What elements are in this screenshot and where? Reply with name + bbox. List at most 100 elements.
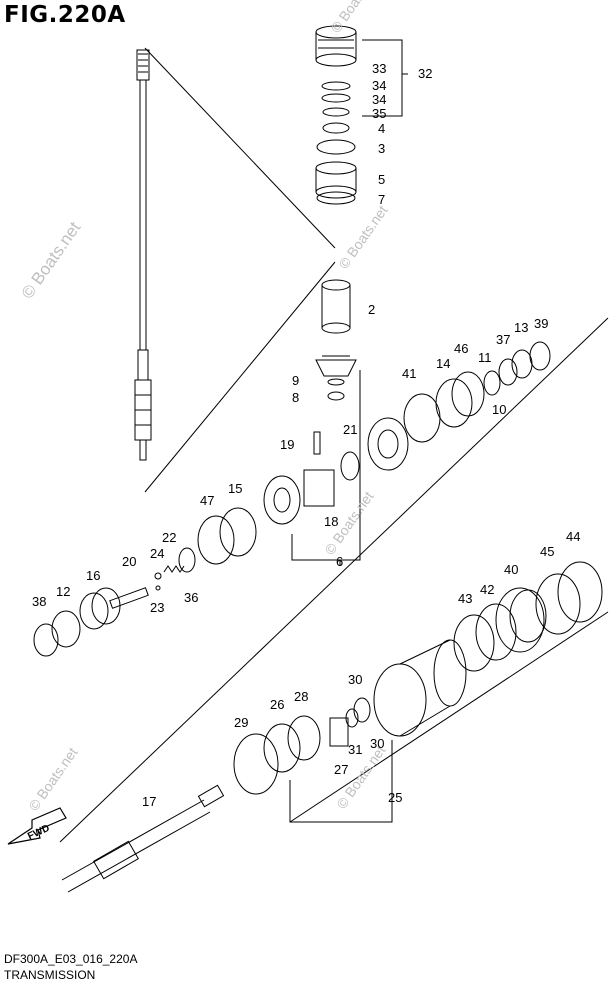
figure-code: DF300A_E03_016_220A: [4, 952, 138, 966]
callout-16: 16: [86, 568, 100, 583]
part-3-race: [316, 139, 356, 155]
part-40-bearing: [495, 587, 547, 653]
explode-line: [144, 261, 336, 493]
callout-27: 27: [334, 762, 348, 777]
part-35-ring: [322, 107, 350, 117]
callout-9: 9: [292, 373, 299, 388]
part-22-spring: [163, 565, 185, 573]
part-5-sleeve: [315, 161, 357, 199]
part-19-pin: [313, 431, 321, 455]
callout-42: 42: [480, 582, 494, 597]
part-34-washer: [321, 93, 351, 103]
callout-26: 26: [270, 697, 284, 712]
callout-33: 33: [372, 61, 386, 76]
part-9-washer: [327, 378, 345, 386]
callout-21: 21: [343, 422, 357, 437]
callout-46: 46: [454, 341, 468, 356]
callout-32: 32: [418, 66, 432, 81]
part-12-ring: [51, 610, 81, 648]
callout-19: 19: [280, 437, 294, 452]
callout-30: 30: [348, 672, 362, 687]
part-39-ring: [529, 341, 551, 371]
explode-line: [144, 47, 336, 249]
callout-40: 40: [504, 562, 518, 577]
callout-37: 37: [496, 332, 510, 347]
callout-20: 20: [122, 554, 136, 569]
callout-5: 5: [378, 172, 385, 187]
part-41-ring: [403, 393, 441, 443]
watermark: © Boats.net: [18, 218, 85, 302]
callout-7: 7: [378, 192, 385, 207]
callout-24: 24: [150, 546, 164, 561]
part-24-ball: [154, 572, 162, 580]
part-16-bearing: [79, 587, 121, 630]
callout-43: 43: [458, 591, 472, 606]
callout-38: 38: [32, 594, 46, 609]
part-25-housing: [373, 639, 467, 737]
part-14-ring: [435, 378, 473, 428]
bracket-32: [362, 39, 408, 117]
part-44-ring: [557, 561, 603, 623]
callout-31: 31: [348, 742, 362, 757]
drive-shaft: [134, 49, 152, 461]
part-18-clutch: [303, 469, 335, 507]
callout-17: 17: [142, 794, 156, 809]
part-45-ring: [535, 573, 581, 635]
part-2-sleeve: [321, 279, 351, 334]
part-33-bushing: [315, 25, 357, 67]
part-reverse-gear: [263, 475, 301, 525]
prop-shaft: [61, 784, 225, 893]
watermark: © Boats.net: [25, 744, 80, 813]
callout-10: 10: [492, 402, 506, 417]
part-23-pin: [155, 585, 161, 591]
callout-34: 34: [372, 78, 386, 93]
part-15-ring: [219, 507, 257, 557]
callout-15: 15: [228, 481, 242, 496]
bracket-6: [291, 370, 361, 566]
callout-36: 36: [184, 590, 198, 605]
part-4-bearing: [322, 122, 350, 134]
callout-35: 35: [372, 106, 386, 121]
part-8-nut: [327, 391, 345, 401]
callout-23: 23: [150, 600, 164, 615]
part-36-washer: [178, 547, 196, 573]
callout-14: 14: [436, 356, 450, 371]
callout-3: 3: [378, 141, 385, 156]
callout-30: 30: [370, 736, 384, 751]
part-38-snap-ring: [33, 623, 59, 657]
callout-22: 22: [162, 530, 176, 545]
part-7-shim: [316, 191, 356, 205]
callout-13: 13: [514, 320, 528, 335]
part-27-bearing: [329, 717, 349, 747]
callout-29: 29: [234, 715, 248, 730]
bracket-25: [289, 740, 393, 823]
fwd-label: FWD: [26, 823, 51, 843]
callout-6: 6: [336, 554, 343, 569]
part-21-ring: [340, 451, 360, 481]
part-29-ring: [233, 733, 279, 795]
part-11-ring: [483, 370, 501, 396]
callout-45: 45: [540, 544, 554, 559]
callout-12: 12: [56, 584, 70, 599]
callout-4: 4: [378, 121, 385, 136]
callout-44: 44: [566, 529, 580, 544]
figure-title: FIG.220A: [4, 2, 126, 28]
watermark: © Boats.net: [335, 202, 390, 271]
callout-11: 11: [478, 350, 492, 365]
part-pinion-gear: [315, 355, 357, 377]
callout-8: 8: [292, 390, 299, 405]
explode-line: [289, 611, 609, 823]
callout-41: 41: [402, 366, 416, 381]
part-46-ring: [451, 371, 485, 417]
part-30-washer: [353, 697, 371, 723]
part-20-pin: [109, 587, 149, 609]
part-26-ring: [263, 723, 301, 773]
part-43-ring: [453, 614, 495, 672]
callout-25: 25: [388, 790, 402, 805]
part-42-ring: [475, 603, 517, 661]
callout-28: 28: [294, 689, 308, 704]
explode-line: [59, 317, 609, 843]
callout-47: 47: [200, 493, 214, 508]
